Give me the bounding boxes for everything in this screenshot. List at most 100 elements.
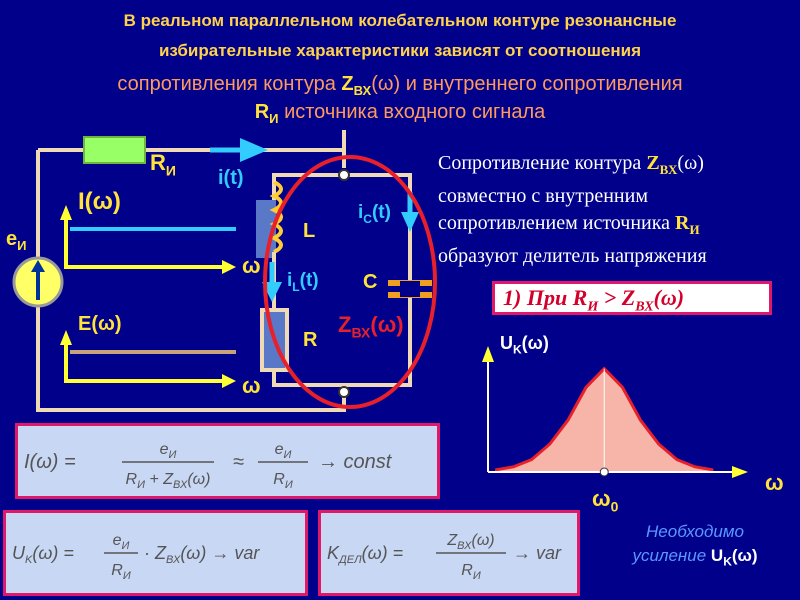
terminal-bottom	[338, 386, 350, 398]
formula-current-num: eИ	[160, 441, 177, 461]
inductor-current-label-i: i	[287, 270, 293, 291]
formula-divider-num: ZВХ(ω)	[446, 532, 494, 552]
note-sub: K	[723, 554, 732, 569]
resonance-frequency-sub: 0	[610, 498, 619, 515]
graph-y-label-u: U	[500, 333, 513, 353]
formula-voltage: UK(ω) = eИ RИ · ZВХ(ω) → var	[3, 510, 308, 596]
description-line-1: Сопротивление контура ZВХ(ω)	[438, 150, 800, 183]
description-z-sub: ВХ	[659, 162, 678, 177]
graph-x-axis-head	[732, 466, 748, 478]
note-line-1: Необходимо	[646, 522, 744, 541]
inductor-coil-icon	[269, 180, 283, 254]
title-z-sub: ВХ	[353, 83, 372, 98]
formula-current: I(ω) = eИ RИ + ZВХ(ω) ≈ eИ RИ → const	[15, 423, 440, 499]
title-line-3-b: (ω) и внутреннего сопротивления	[371, 73, 683, 95]
emf-label-e: e	[6, 228, 18, 250]
capacitor-current-label-i: i	[358, 202, 364, 223]
formula-current-result: → const	[318, 451, 393, 473]
description-r: R	[675, 212, 690, 234]
case-condition-box: 1) При RИ > ZВХ(ω)	[492, 281, 772, 315]
note-u: U	[710, 546, 724, 565]
graph-y-label-omega: (ω)	[521, 333, 549, 353]
voltage-axis-icon	[64, 345, 224, 383]
current-arrow-head	[240, 138, 268, 162]
resonance-frequency-label: ω0	[592, 486, 618, 514]
title-r-sub: И	[269, 111, 279, 126]
formula-voltage-rhs: · ZВХ(ω) → var	[144, 543, 260, 566]
case-mid: > Z	[598, 285, 636, 310]
formula-current-approx: ≈	[233, 451, 244, 473]
inductor-label: L	[303, 220, 316, 242]
emf-label-sub: И	[17, 238, 27, 253]
case-sub-2: ВХ	[635, 299, 654, 315]
case-suffix: (ω)	[653, 285, 685, 310]
impedance-label-omega: (ω)	[370, 312, 404, 337]
title-line-2: избирательные характеристики зависят от …	[158, 41, 642, 60]
impedance-label: ZВХ(ω)	[338, 312, 404, 340]
note-omega: (ω)	[731, 546, 758, 565]
description-line-1-b: (ω)	[677, 152, 704, 174]
title-line-3-a: сопротивления контура	[117, 73, 342, 95]
current-spectrum-label: I(ω)	[78, 188, 121, 215]
title-line-3: сопротивления контура ZВХ(ω) и внутренне…	[0, 70, 800, 105]
current-axis-y-head	[60, 205, 72, 220]
circuit-diagram	[12, 130, 437, 412]
capacitor-current-label-sub: C	[363, 211, 372, 226]
amplification-note: Необходимо усиление UK(ω)	[590, 520, 800, 573]
terminal-top	[338, 169, 350, 181]
current-axis-icon	[64, 220, 224, 269]
description-z: Z	[646, 152, 660, 174]
inductor-current-label-t: (t)	[299, 270, 319, 291]
source-resistor	[83, 136, 146, 164]
current-axis-x-head	[222, 260, 236, 274]
formula-current-svg: I(ω) = eИ RИ + ZВХ(ω) ≈ eИ RИ → const	[24, 441, 393, 491]
description-line-3-a: сопротивлением источника	[438, 212, 676, 234]
title-z: Z	[341, 73, 354, 95]
description-line-1-a: Сопротивление контура	[438, 152, 647, 174]
resonance-chart	[482, 346, 748, 478]
voltage-spectrum-label: E(ω)	[78, 313, 122, 335]
graph-y-label: UK(ω)	[500, 333, 549, 357]
description: Сопротивление контура ZВХ(ω) совместно с…	[438, 150, 800, 270]
note-line-2: усиление UK(ω)	[590, 544, 800, 573]
formula-voltage-svg: UK(ω) = eИ RИ · ZВХ(ω) → var	[12, 532, 260, 582]
case-sub-1: И	[587, 299, 599, 315]
resonance-frequency-omega: ω	[592, 486, 611, 511]
capacitor-current-label: iC(t)	[358, 202, 391, 226]
description-r-sub: И	[689, 222, 700, 237]
omega-label-1: ω	[242, 253, 261, 278]
title-line-4-b: источника входного сигнала	[278, 101, 546, 123]
inductor-current-label-sub: L	[292, 279, 300, 294]
formula-voltage-den: RИ	[111, 562, 131, 582]
formula-voltage-num: eИ	[113, 532, 130, 552]
voltage-axis-y-head	[60, 330, 72, 345]
formula-divider-rhs: → var	[513, 543, 562, 563]
source-resistor-label-sub: И	[165, 162, 176, 179]
source-resistor-label-r: R	[150, 150, 166, 175]
description-line-2: совместно с внутренним	[438, 185, 648, 207]
tank-resistor-label: R	[303, 329, 318, 351]
case-prefix: 1) При R	[503, 285, 588, 310]
voltage-axis-x-head	[222, 374, 236, 388]
formula-voltage-lhs: UK(ω) =	[12, 543, 74, 566]
emf-label: eИ	[6, 228, 26, 253]
formula-current-num-2: eИ	[275, 441, 292, 461]
impedance-label-z: Z	[338, 312, 352, 337]
note-line-2-a: усиление	[632, 546, 711, 565]
description-line-3: сопротивлением источника RИ	[438, 210, 800, 243]
formula-current-den: RИ + ZВХ(ω)	[126, 471, 211, 491]
source-arrow-head	[31, 260, 45, 272]
formula-divider-lhs: KДЕЛ(ω) =	[327, 543, 403, 566]
resonance-frequency-marker	[599, 467, 609, 477]
capacitor-gap	[400, 281, 420, 297]
impedance-label-sub: ВХ	[351, 324, 371, 341]
capacitor-current-label-t: (t)	[371, 202, 391, 223]
formula-divider-den: RИ	[461, 562, 481, 582]
graph-y-axis-head	[482, 346, 494, 362]
capacitor-label: C	[363, 271, 378, 293]
description-line-4: образуют делитель напряжения	[438, 245, 707, 267]
formula-divider-svg: KДЕЛ(ω) = ZВХ(ω) RИ → var	[327, 532, 562, 582]
title-line-1: В реальном параллельном колебательном ко…	[123, 11, 677, 30]
inductor-current-label: iL(t)	[287, 270, 319, 294]
omega-label-2: ω	[242, 373, 261, 398]
